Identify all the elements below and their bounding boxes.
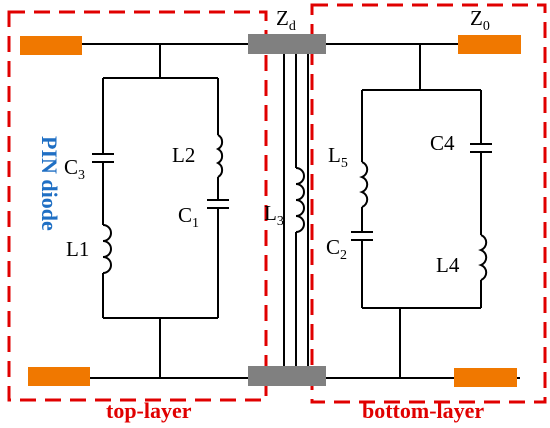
label-zd: Zd [276, 6, 296, 34]
inductor-l1 [102, 224, 112, 318]
label-l1: L1 [66, 237, 89, 261]
inductor-l2 [215, 78, 224, 200]
pad-top-left [20, 36, 82, 55]
top-layer-boundary [7, 10, 268, 402]
label-pin-diode: PIN diode [37, 136, 62, 231]
capacitor-c1 [207, 199, 229, 318]
label-l4: L4 [436, 253, 460, 277]
via-bottom [248, 366, 326, 386]
inductor-l3 [290, 44, 305, 378]
label-bottom-layer: bottom-layer [362, 398, 484, 423]
label-c2: C2 [326, 235, 347, 263]
pad-bottom-right [454, 368, 517, 387]
label-l3: L3 [264, 201, 284, 229]
label-top-layer: top-layer [106, 398, 192, 423]
label-z0: Z0 [470, 6, 490, 34]
label-l5: L5 [328, 143, 348, 171]
label-c4: C4 [430, 131, 455, 155]
inductor-l4 [478, 234, 488, 308]
capacitor-c4 [470, 90, 492, 235]
bottom-layer-boundary [310, 3, 547, 404]
label-l2: L2 [172, 143, 195, 167]
capacitor-c3 [92, 78, 114, 225]
pad-bottom-left [28, 367, 90, 386]
label-c3: C3 [64, 155, 85, 183]
capacitor-c2 [351, 231, 373, 308]
via-top [248, 34, 326, 54]
inductor-l5 [359, 90, 369, 232]
label-c1: C1 [178, 203, 199, 231]
pad-top-right [458, 35, 521, 54]
